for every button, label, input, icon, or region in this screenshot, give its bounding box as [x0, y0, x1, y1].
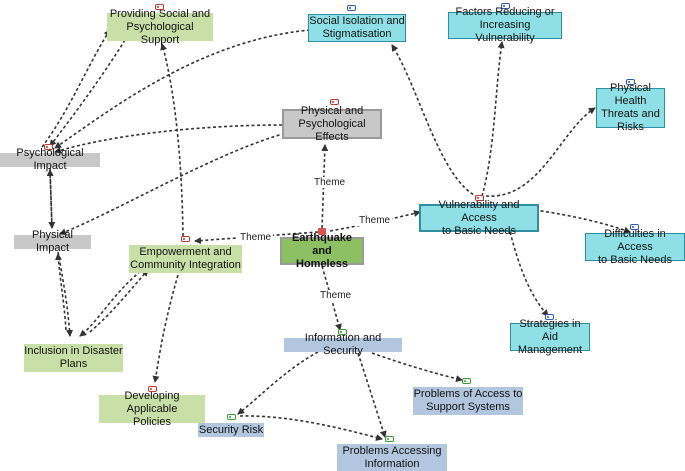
edge-info-to-security-risk [237, 351, 319, 415]
edge-empowerment-to-inclusion [79, 267, 146, 337]
edge-label-theme-right: Theme [357, 215, 393, 226]
edge-social-isolation-to-psych-impact [54, 29, 311, 149]
edge-providing-support-to-psych-impact [49, 39, 126, 147]
node-badge-icon [181, 236, 190, 242]
node-strategies-aid[interactable]: Strategies in Aid Management [510, 318, 590, 356]
edge-effects-to-physical-impact [59, 131, 291, 236]
edge-empowerment-to-providing-support [160, 43, 184, 237]
node-badge-icon [501, 3, 510, 9]
edge-vulnerability-to-difficulties [534, 209, 631, 234]
edge-vulnerability-to-factors [481, 41, 505, 197]
node-physical-health[interactable]: Physical Health Threats and Risks [596, 82, 665, 133]
node-badge-icon [338, 329, 347, 335]
edge-effects-to-psych-impact [54, 124, 283, 154]
node-difficulties-access[interactable]: Difficulties in Access to Basic Needs [585, 228, 685, 266]
edge-physical-to-psych-impact [46, 169, 54, 229]
edge-vulnerability-to-social-isolation [391, 44, 479, 198]
edge-central-to-physical-psych-effects [321, 144, 329, 229]
node-problems-accessing-info[interactable]: Problems Accessing Information [337, 444, 447, 471]
edge-inclusion-to-empowerment [89, 269, 149, 333]
node-empowerment[interactable]: Empowerment and Community Integration [129, 245, 242, 273]
node-inclusion-plans[interactable]: Inclusion in Disaster Plans [24, 344, 123, 372]
node-badge-icon [44, 144, 53, 150]
node-social-isolation[interactable]: Social Isolation and Stigmatisation [308, 14, 406, 42]
edge-psych-impact-to-providing-support [41, 29, 111, 148]
node-badge-icon [630, 224, 639, 230]
node-factors-reducing[interactable]: Factors Reducing or Increasing Vulnerabi… [448, 6, 562, 44]
edge-physical-impact-to-inclusion [57, 251, 74, 337]
edge-label-theme-left: Theme [238, 232, 274, 243]
edge-central-to-vulnerability [329, 210, 421, 232]
edge-info-to-problems-info [357, 352, 387, 438]
node-physical-impact[interactable]: Physical Impact [14, 229, 91, 254]
node-badge-icon [155, 4, 164, 10]
node-physical-psych-effects[interactable]: Physical and Psychological Effects [282, 105, 382, 143]
home-icon [318, 228, 326, 235]
node-badge-icon [330, 99, 339, 105]
node-badge-icon [626, 79, 635, 85]
node-badge-icon [475, 195, 484, 201]
edge-label-theme-down: Theme [318, 290, 354, 301]
node-badge-icon [227, 414, 236, 420]
node-badge-icon [385, 436, 394, 442]
edge-vulnerability-to-physical-health [485, 107, 596, 197]
node-badge-icon [347, 5, 356, 11]
node-security-risk[interactable]: Security Risk [198, 423, 264, 437]
node-psychological-impact[interactable]: Psychological Impact [0, 147, 100, 172]
edge-label-theme-up: Theme [312, 177, 348, 188]
node-vulnerability-access[interactable]: Vulnerability and Access to Basic Needs [419, 199, 539, 237]
node-developing-policies[interactable]: Developing Applicable Policies [99, 390, 205, 428]
edge-security-risk-to-problems-info [239, 415, 383, 441]
edge-inclusion-to-physical-impact [54, 253, 67, 331]
node-badge-icon [462, 378, 471, 384]
node-badge-icon [148, 386, 157, 392]
node-earthquake-homeless[interactable]: Earthquake and Homeless [280, 232, 364, 270]
node-problems-access-support[interactable]: Problems of Access to Support Systems [413, 387, 523, 415]
edge-empowerment-to-policies [152, 274, 179, 383]
edge-info-to-problems-access [371, 352, 463, 383]
node-information-security[interactable]: Information and Security [284, 332, 402, 357]
edge-vulnerability-to-strategies [509, 231, 549, 317]
node-badge-icon [545, 314, 554, 320]
node-providing-support[interactable]: Providing Social and Psychological Suppo… [107, 8, 213, 46]
